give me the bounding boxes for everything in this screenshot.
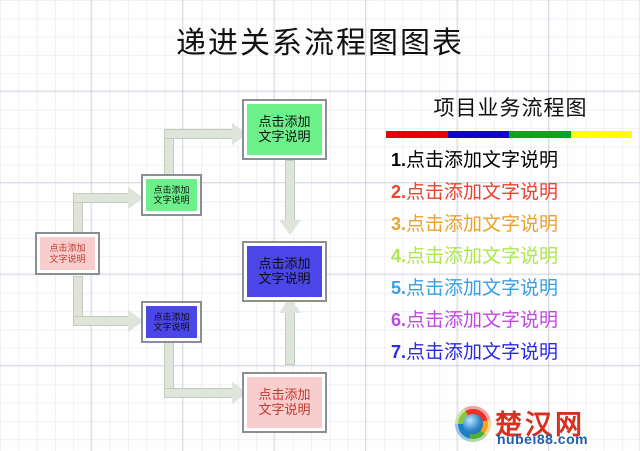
list-item-number: 4. [391,246,407,266]
list-item-number: 7. [391,342,407,362]
list-item-label: 点击添加文字说明 [406,150,559,171]
connector-n1-n3-horizontal [73,316,129,326]
flow-node-n4-line2: 文字说明 [258,128,311,144]
flow-node-n3[interactable]: 点击添加 文字说明 [141,301,202,343]
flow-node-n1-line2: 文字说明 [49,253,86,264]
watermark-url: hubei88.com [497,431,589,447]
flow-node-n2-line2: 文字说明 [153,195,190,205]
list-item[interactable]: 7.点击添加文字说明 [383,343,638,362]
flow-node-n2-line1: 点击添加 [153,184,190,195]
flow-node-n5[interactable]: 点击添加 文字说明 [242,241,327,302]
list-item[interactable]: 1.点击添加文字说明 [383,151,638,170]
flow-node-n2[interactable]: 点击添加 文字说明 [141,174,202,216]
globe-icon [455,406,491,442]
list-item[interactable]: 2.点击添加文字说明 [383,183,638,202]
flow-node-n5-line1: 点击添加 [258,255,311,271]
watermark: 楚汉网 hubei88.com [455,403,635,447]
flow-node-n6-line1: 点击添加 [258,386,311,402]
page-title: 递进关系流程图图表 [176,27,464,60]
connector-n4-n5 [285,160,295,222]
color-divider-bar [386,131,632,138]
flow-node-n6[interactable]: 点击添加 文字说明 [242,372,327,433]
color-segment-green [509,131,571,138]
list-item[interactable]: 6.点击添加文字说明 [383,311,638,330]
list-item-label: 点击添加文字说明 [406,246,559,267]
connector-n1-n2-horizontal [73,193,129,203]
color-segment-blue [447,131,509,138]
color-segment-yellow [570,131,632,138]
arrowhead-n1-n2 [128,187,143,209]
list-item-label: 点击添加文字说明 [406,182,559,203]
list-item-label: 点击添加文字说明 [406,214,559,235]
list-item-number: 6. [391,310,407,330]
list-item[interactable]: 4.点击添加文字说明 [383,247,638,266]
flow-node-n1[interactable]: 点击添加 文字说明 [35,232,100,275]
list-item-number: 2. [391,182,407,202]
flow-node-n3-line2: 文字说明 [153,322,190,332]
color-segment-red [386,131,448,138]
connector-n2-n4-horizontal [164,129,234,139]
list-item[interactable]: 5.点击添加文字说明 [383,279,638,298]
list-item-label: 点击添加文字说明 [406,342,559,363]
panel-heading: 项目业务流程图 [433,96,588,120]
flow-node-n1-line1: 点击添加 [49,243,86,254]
list-item[interactable]: 3.点击添加文字说明 [383,215,638,234]
arrowhead-n1-n3 [128,310,143,332]
list-item-label: 点击添加文字说明 [406,278,559,299]
list-item-label: 点击添加文字说明 [406,310,559,331]
list-item-number: 3. [391,214,407,234]
watermark-brand: 楚汉网 [495,410,585,440]
list-item-number: 5. [391,278,407,298]
flow-node-n6-line2: 文字说明 [258,401,311,417]
flow-node-n4-line1: 点击添加 [258,113,311,129]
connector-n3-n6-horizontal [164,388,234,398]
list-item-number: 1. [391,150,407,170]
flow-node-n3-line1: 点击添加 [153,311,190,322]
right-panel: 项目业务流程图 1.点击添加文字说明 2.点击添加文字说明 3.点击添加文字说明… [383,92,638,362]
flow-node-n4[interactable]: 点击添加 文字说明 [242,99,327,160]
flow-node-n5-line2: 文字说明 [258,270,311,286]
arrowhead-n4-n5 [279,220,301,235]
